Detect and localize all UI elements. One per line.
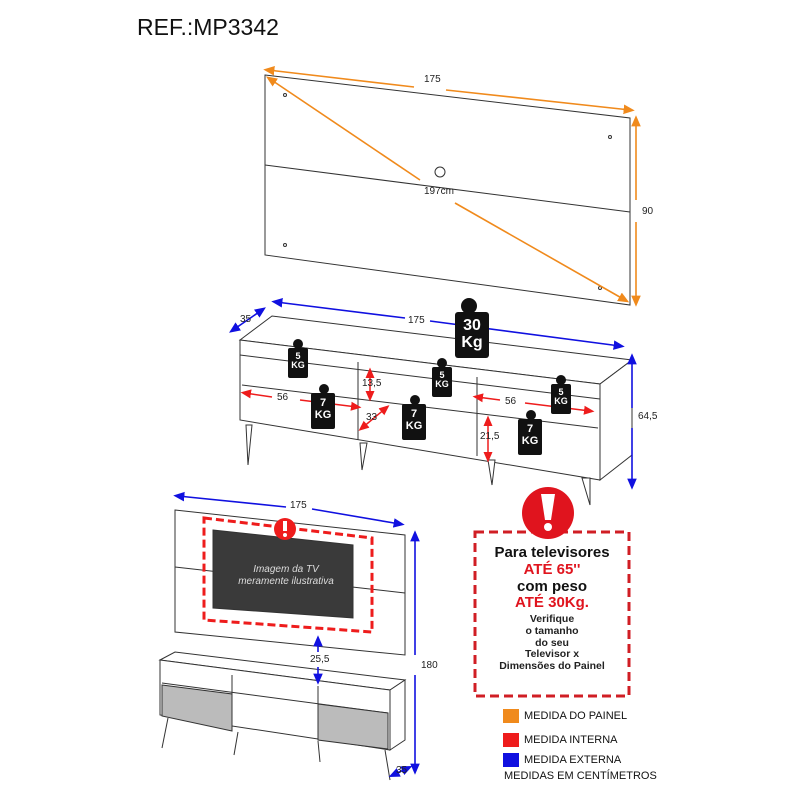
panel-drawing bbox=[264, 74, 631, 306]
compartment-height-label: 21,5 bbox=[480, 431, 500, 442]
units-footer: MEDIDAS EM CENTÍMETROS bbox=[504, 770, 657, 782]
assembly-height-label: 180 bbox=[421, 660, 438, 671]
rack-height-label: 64,5 bbox=[638, 411, 658, 422]
panel-width-label: 175 bbox=[424, 74, 441, 85]
tv-inner-measure-outline bbox=[202, 516, 374, 634]
weight-icons bbox=[288, 298, 571, 455]
panel-height-label: 90 bbox=[642, 206, 654, 217]
panel-diagonal-label: 197cm bbox=[424, 186, 455, 197]
reference-title: REF.:MP3342 bbox=[137, 14, 279, 40]
legend-swatch-panel bbox=[503, 709, 519, 723]
warning-exclamation-icon bbox=[522, 487, 574, 539]
exclamation-icon bbox=[274, 518, 296, 540]
rack-depth-label: 35 bbox=[240, 314, 252, 325]
assembly-dimension-lines bbox=[173, 491, 420, 778]
niche-height-label: 13,5 bbox=[362, 378, 382, 389]
legend-swatch-internal bbox=[503, 733, 519, 747]
left-inner-width-label: 56 bbox=[277, 392, 289, 403]
right-inner-width-label: 56 bbox=[505, 396, 517, 407]
assembly-drawing bbox=[158, 509, 407, 781]
legend-swatch-external bbox=[503, 753, 519, 767]
panel-dimension-lines bbox=[263, 65, 641, 307]
warning-text: Para televisores ATÉ 65'' com peso ATÉ 3… bbox=[494, 544, 610, 673]
rack-width-label: 175 bbox=[408, 315, 425, 326]
assembly-width-label: 175 bbox=[290, 500, 307, 511]
assembly-gap-label: 25,5 bbox=[310, 654, 330, 665]
legend-label-panel: MEDIDA DO PAINEL bbox=[524, 710, 628, 722]
inner-depth-label: 33 bbox=[366, 412, 378, 423]
legend-label-external: MEDIDA EXTERNA bbox=[524, 754, 622, 766]
legend-label-internal: MEDIDA INTERNA bbox=[524, 734, 618, 746]
assembly-depth-label: 35 bbox=[396, 765, 408, 776]
